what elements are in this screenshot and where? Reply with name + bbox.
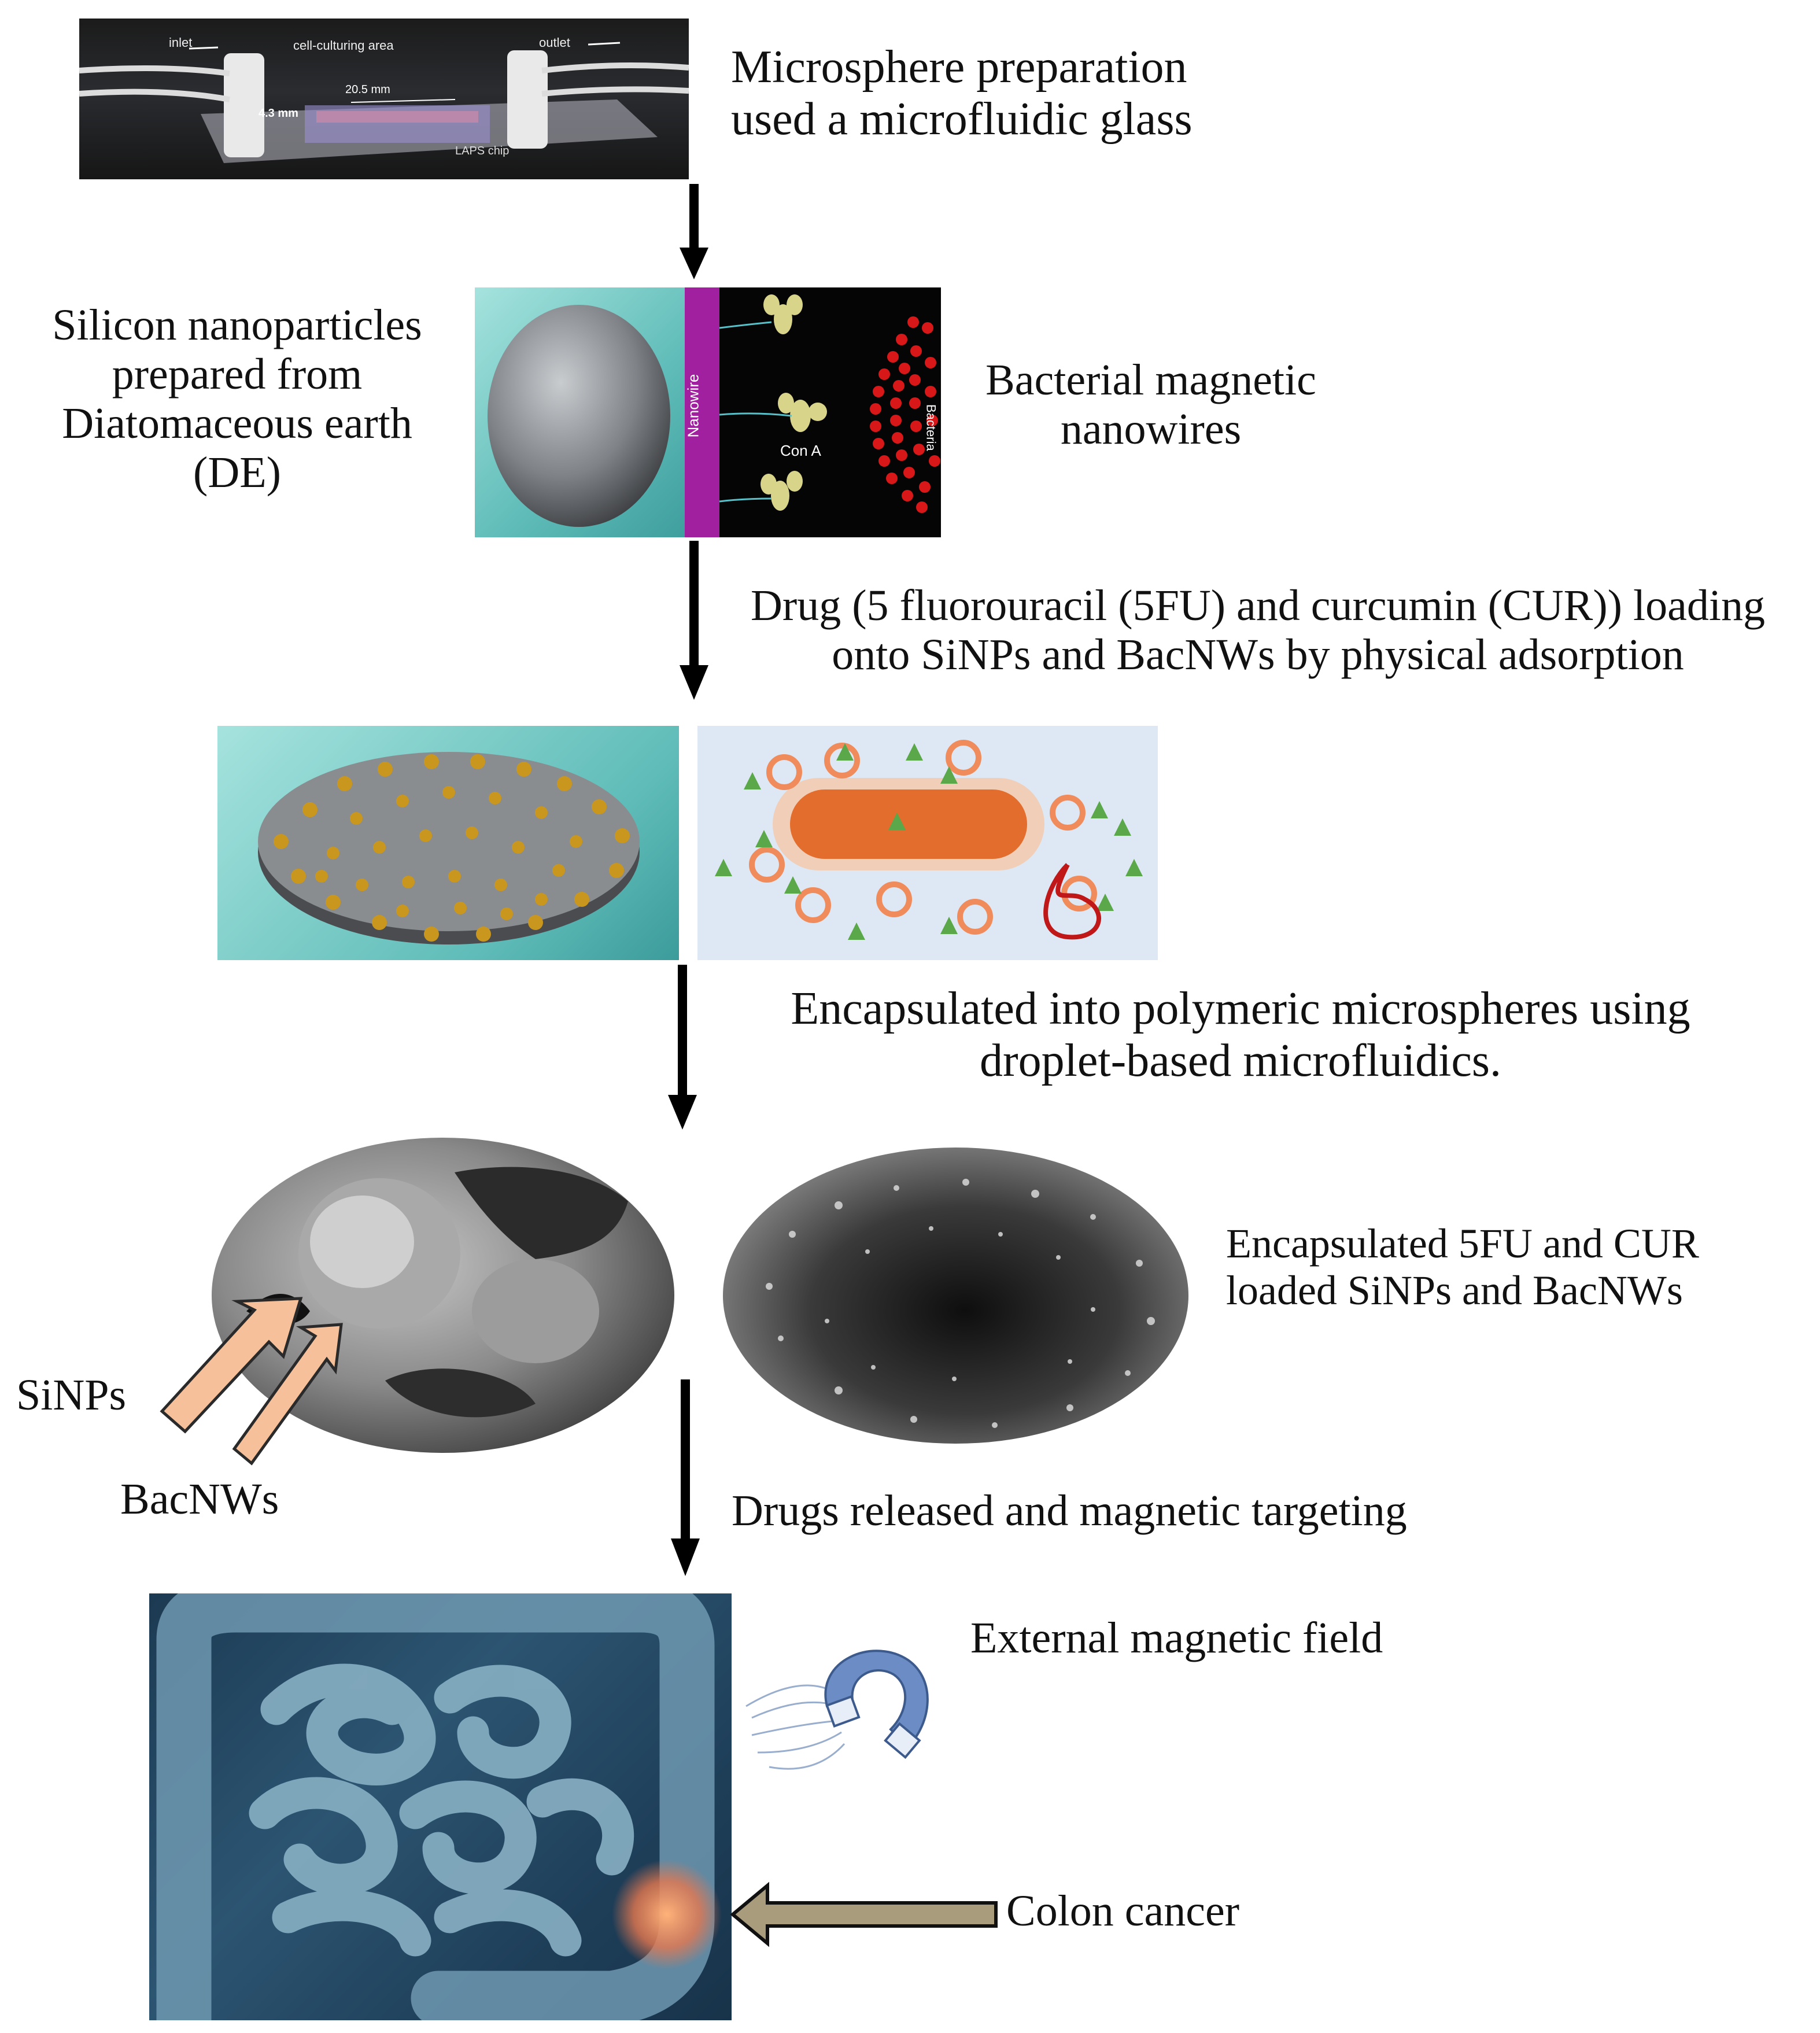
sinps-pointer-arrow (160, 1297, 303, 1434)
chip-drawing (79, 42, 689, 163)
microfluidic-chip-photo: inlet cell-culturing area outlet 20.5 mm… (79, 19, 689, 179)
encaps-line1: Encapsulated into polymeric microspheres… (791, 983, 1690, 1034)
loaded-sinp-image (217, 726, 679, 960)
broken-microsphere-drawing (246, 1167, 628, 1418)
flow-arrow-4 (671, 1379, 700, 1576)
silicon-particle-image (475, 287, 685, 537)
silicon-line3: Diatomaceous earth (62, 399, 412, 448)
intact-microsphere-dots (766, 1179, 1155, 1428)
encaps-line2: droplet-based microfluidics. (980, 1035, 1501, 1086)
sinps-label: SiNPs (16, 1371, 127, 1419)
pointer-arrows (160, 1297, 343, 1466)
colon-image (149, 1593, 732, 2020)
field-text: External magnetic field (970, 1614, 1383, 1662)
bacterial-text: Bacterial magnetic nanowires (954, 356, 1348, 454)
encaps-text: Encapsulated into polymeric microspheres… (700, 983, 1781, 1087)
silicon-line1: Silicon nanoparticles (52, 301, 422, 349)
colon-cancer-label: Colon cancer (1006, 1887, 1240, 1935)
silicon-text: Silicon nanoparticles prepared from Diat… (35, 301, 440, 497)
broken-microsphere-image (212, 1138, 674, 1453)
chip-dim1-label: 20.5 mm (345, 83, 390, 96)
loaded-bacnw-image (697, 726, 1158, 960)
drug-line2: onto SiNPs and BacNWs by physical adsorp… (832, 630, 1684, 680)
bacnws-pointer-arrow (232, 1323, 343, 1466)
drug-line1: Drug (5 fluorouracil (5FU) and curcumin … (751, 581, 1765, 630)
nanowire-panel: Nanowire Con A Bacteria (685, 287, 941, 537)
flow-arrow-1 (680, 184, 708, 279)
bacnws-label: BacNWs (120, 1475, 279, 1523)
con-a-label: Con A (780, 442, 821, 459)
silicon-sphere (488, 305, 670, 527)
bacteria-label: Bacteria (924, 404, 939, 451)
silicon-line4: (DE) (193, 448, 281, 497)
colon-cancer-pointer-arrow (730, 1881, 998, 1947)
chip-inlet-label: inlet (169, 35, 193, 50)
silicon-line2: prepared from (112, 350, 363, 399)
release-text: Drugs released and magnetic targeting (732, 1486, 1407, 1535)
loaded-sinp-disc (258, 752, 640, 944)
encaps-result-text: Encapsulated 5FU and CUR loaded SiNPs an… (1226, 1220, 1699, 1313)
chip-dim2-label: 4.3 mm (259, 107, 298, 120)
nanowire-drawing (719, 294, 940, 513)
step1-line2: used a microfluidic glass (731, 93, 1193, 145)
loaded-bacnw-drawing (715, 740, 1143, 940)
magnet-icon (745, 1650, 929, 1770)
colon-drawing (156, 1593, 722, 2020)
step1-line1: Microsphere preparation (731, 42, 1187, 93)
chip-outlet-label: outlet (539, 35, 570, 50)
intact-microsphere-image (723, 1148, 1188, 1444)
flow-arrow-2 (680, 541, 708, 700)
bacterial-line1: Bacterial magnetic (985, 356, 1316, 404)
encaps-result-line2: loaded SiNPs and BacNWs (1226, 1267, 1683, 1313)
chip-laps-label: LAPS chip (455, 145, 510, 157)
step1-text: Microsphere preparation used a microflui… (731, 42, 1193, 145)
drug-text: Drug (5 fluorouracil (5FU) and curcumin … (711, 581, 1804, 680)
nanowire-bar (685, 287, 719, 537)
encaps-result-line1: Encapsulated 5FU and CUR (1226, 1220, 1699, 1267)
bacterial-line2: nanowires (1060, 405, 1242, 454)
chip-area-label: cell-culturing area (293, 38, 394, 53)
flow-arrow-3 (668, 965, 697, 1130)
